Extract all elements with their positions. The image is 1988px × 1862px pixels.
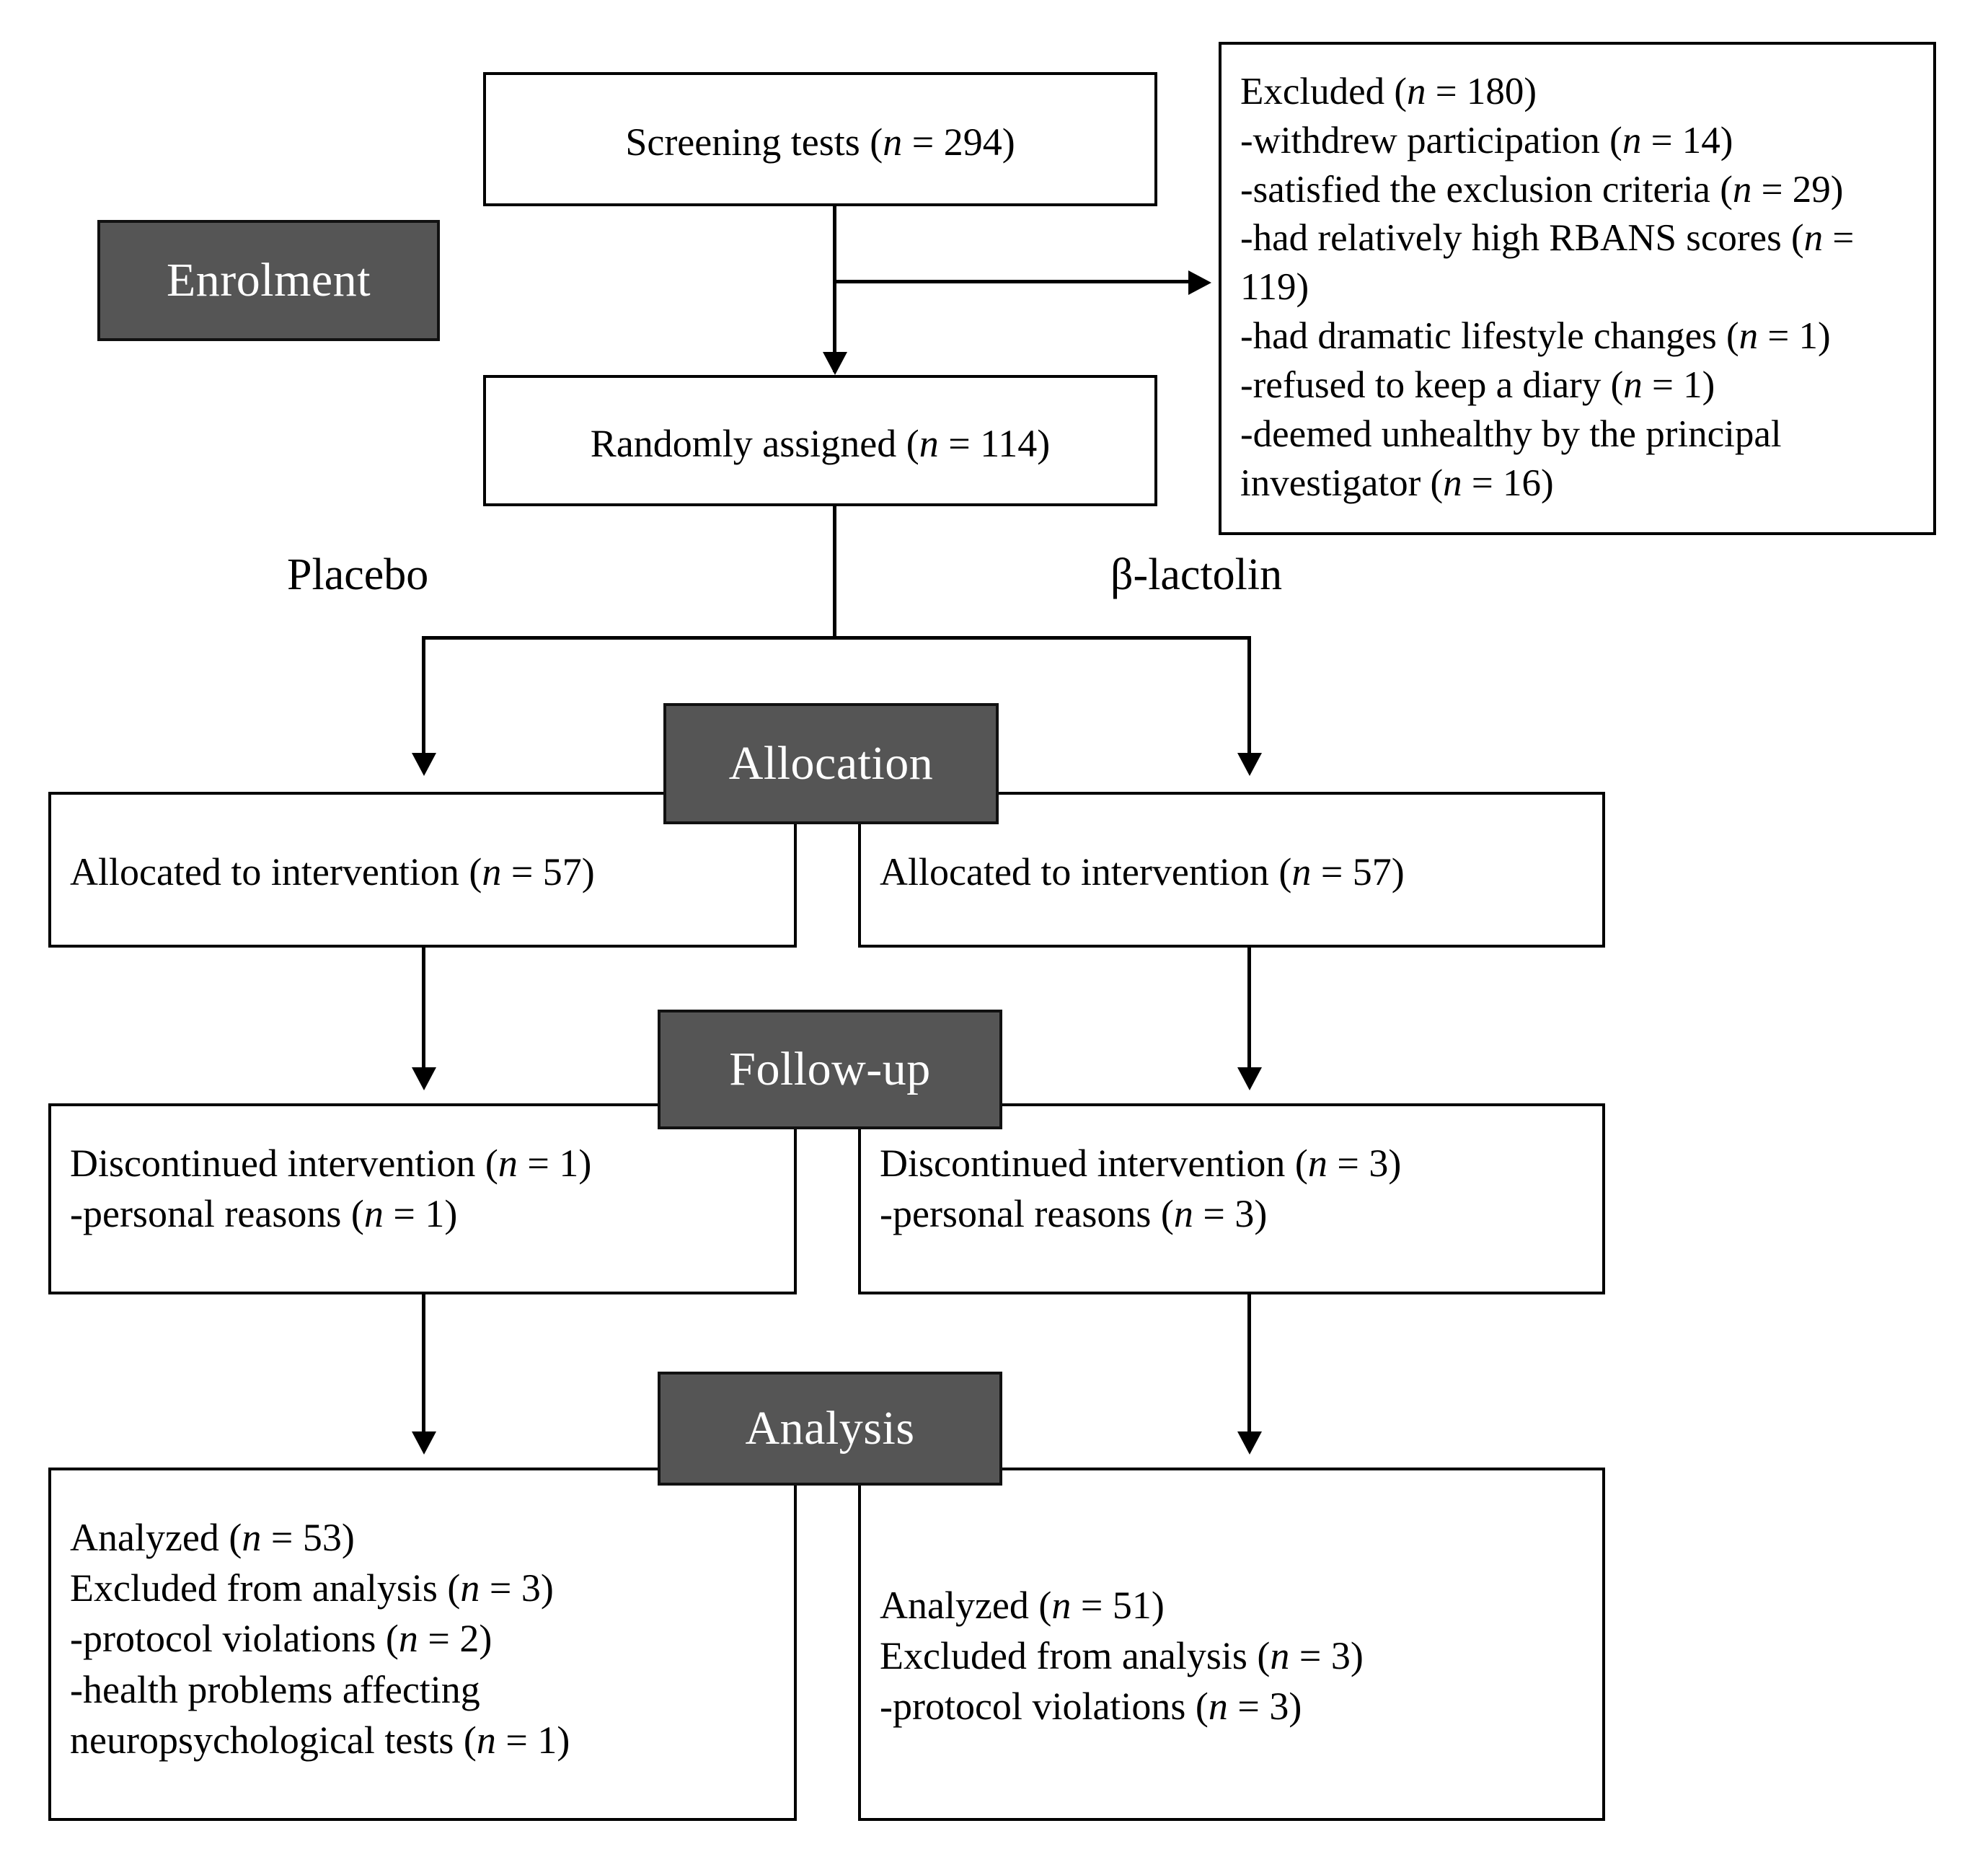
excluded-reason-3: -had dramatic lifestyle changes (n = 1)	[1240, 315, 1831, 358]
connector-randomized-down	[833, 506, 836, 637]
allocation-right-text: Allocated to intervention (n = 57)	[880, 850, 1405, 894]
connector-alloc-left-down	[422, 948, 425, 1085]
analysis-left-line-2: -protocol violations (n = 2)	[70, 1617, 492, 1661]
arrowhead-alloc-left	[412, 753, 436, 776]
connector-screening-down	[833, 206, 836, 372]
phase-label-analysis-text: Analysis	[745, 1402, 915, 1455]
phase-label-enrolment: Enrolment	[97, 220, 440, 341]
analysis-right-line-2: -protocol violations (n = 3)	[880, 1685, 1302, 1729]
connector-split-left-down	[422, 636, 425, 772]
box-randomly-assigned: Randomly assigned (n = 114)	[483, 375, 1157, 506]
followup-right-line-1: -personal reasons (n = 3)	[880, 1192, 1268, 1236]
arrowhead-to-excluded	[1188, 270, 1211, 295]
phase-label-analysis: Analysis	[658, 1372, 1002, 1486]
arrowhead-followup-right	[1237, 1067, 1262, 1090]
box-followup-left: Discontinued intervention (n = 1) -perso…	[48, 1103, 797, 1294]
box-excluded: Excluded (n = 180) -withdrew participati…	[1219, 42, 1936, 535]
excluded-reason-5: -deemed unhealthy by the principal inves…	[1240, 412, 1782, 504]
analysis-left-line-1: Excluded from analysis (n = 3)	[70, 1566, 554, 1610]
connector-alloc-right-down	[1247, 948, 1251, 1085]
arrowhead-followup-left	[412, 1067, 436, 1090]
followup-right-line-0: Discontinued intervention (n = 3)	[880, 1142, 1402, 1185]
randomly-assigned-text: Randomly assigned (n = 114)	[590, 422, 1051, 465]
box-screening-tests: Screening tests (n = 294)	[483, 72, 1157, 206]
analysis-left-line-3: -health problems affecting	[70, 1667, 480, 1711]
excluded-title: Excluded (n = 180)	[1240, 71, 1537, 112]
phase-label-followup-text: Follow-up	[729, 1043, 931, 1095]
arrowhead-to-randomized	[823, 352, 847, 375]
phase-label-followup: Follow-up	[658, 1010, 1002, 1129]
box-analysis-right: Analyzed (n = 51) Excluded from analysis…	[858, 1468, 1605, 1821]
excluded-reason-1: -satisfied the exclusion criteria (n = 2…	[1240, 168, 1844, 211]
arm-label-placebo: Placebo	[287, 550, 429, 599]
connector-split-horizontal	[422, 636, 1251, 640]
followup-right-content: Discontinued intervention (n = 3) -perso…	[880, 1138, 1589, 1239]
followup-left-content: Discontinued intervention (n = 1) -perso…	[70, 1138, 781, 1239]
excluded-reason-2: -had relatively high RBANS scores (n = 1…	[1240, 217, 1855, 309]
excluded-reason-4: -refused to keep a diary (n = 1)	[1240, 363, 1715, 406]
followup-left-line-1: -personal reasons (n = 1)	[70, 1192, 458, 1236]
phase-label-allocation-text: Allocation	[728, 737, 934, 790]
analysis-right-line-0: Analyzed (n = 51)	[880, 1584, 1165, 1627]
analysis-left-line-0: Analyzed (n = 53)	[70, 1516, 355, 1559]
arm-label-beta-lactolin: β-lactolin	[1110, 550, 1283, 599]
analysis-right-content: Analyzed (n = 51) Excluded from analysis…	[880, 1580, 1589, 1732]
box-followup-right: Discontinued intervention (n = 3) -perso…	[858, 1103, 1605, 1294]
connector-followup-left-down	[422, 1294, 425, 1450]
phase-label-allocation: Allocation	[663, 703, 999, 824]
arrowhead-analysis-right	[1237, 1431, 1262, 1455]
arrowhead-analysis-left	[412, 1431, 436, 1455]
connector-followup-right-down	[1247, 1294, 1251, 1450]
analysis-left-content: Analyzed (n = 53) Excluded from analysis…	[70, 1512, 781, 1765]
excluded-content: Excluded (n = 180) -withdrew participati…	[1240, 68, 1920, 508]
box-analysis-left: Analyzed (n = 53) Excluded from analysis…	[48, 1468, 797, 1821]
connector-screening-to-excluded	[833, 280, 1193, 283]
analysis-left-line-4: neuropsychological tests (n = 1)	[70, 1718, 570, 1762]
allocation-left-text: Allocated to intervention (n = 57)	[70, 850, 595, 894]
screening-tests-text: Screening tests (n = 294)	[625, 120, 1015, 164]
arrowhead-alloc-right	[1237, 753, 1262, 776]
connector-split-right-down	[1247, 636, 1251, 772]
followup-left-line-0: Discontinued intervention (n = 1)	[70, 1142, 592, 1185]
phase-label-enrolment-text: Enrolment	[166, 254, 371, 306]
excluded-reason-0: -withdrew participation (n = 14)	[1240, 119, 1733, 162]
analysis-right-line-1: Excluded from analysis (n = 3)	[880, 1634, 1364, 1678]
